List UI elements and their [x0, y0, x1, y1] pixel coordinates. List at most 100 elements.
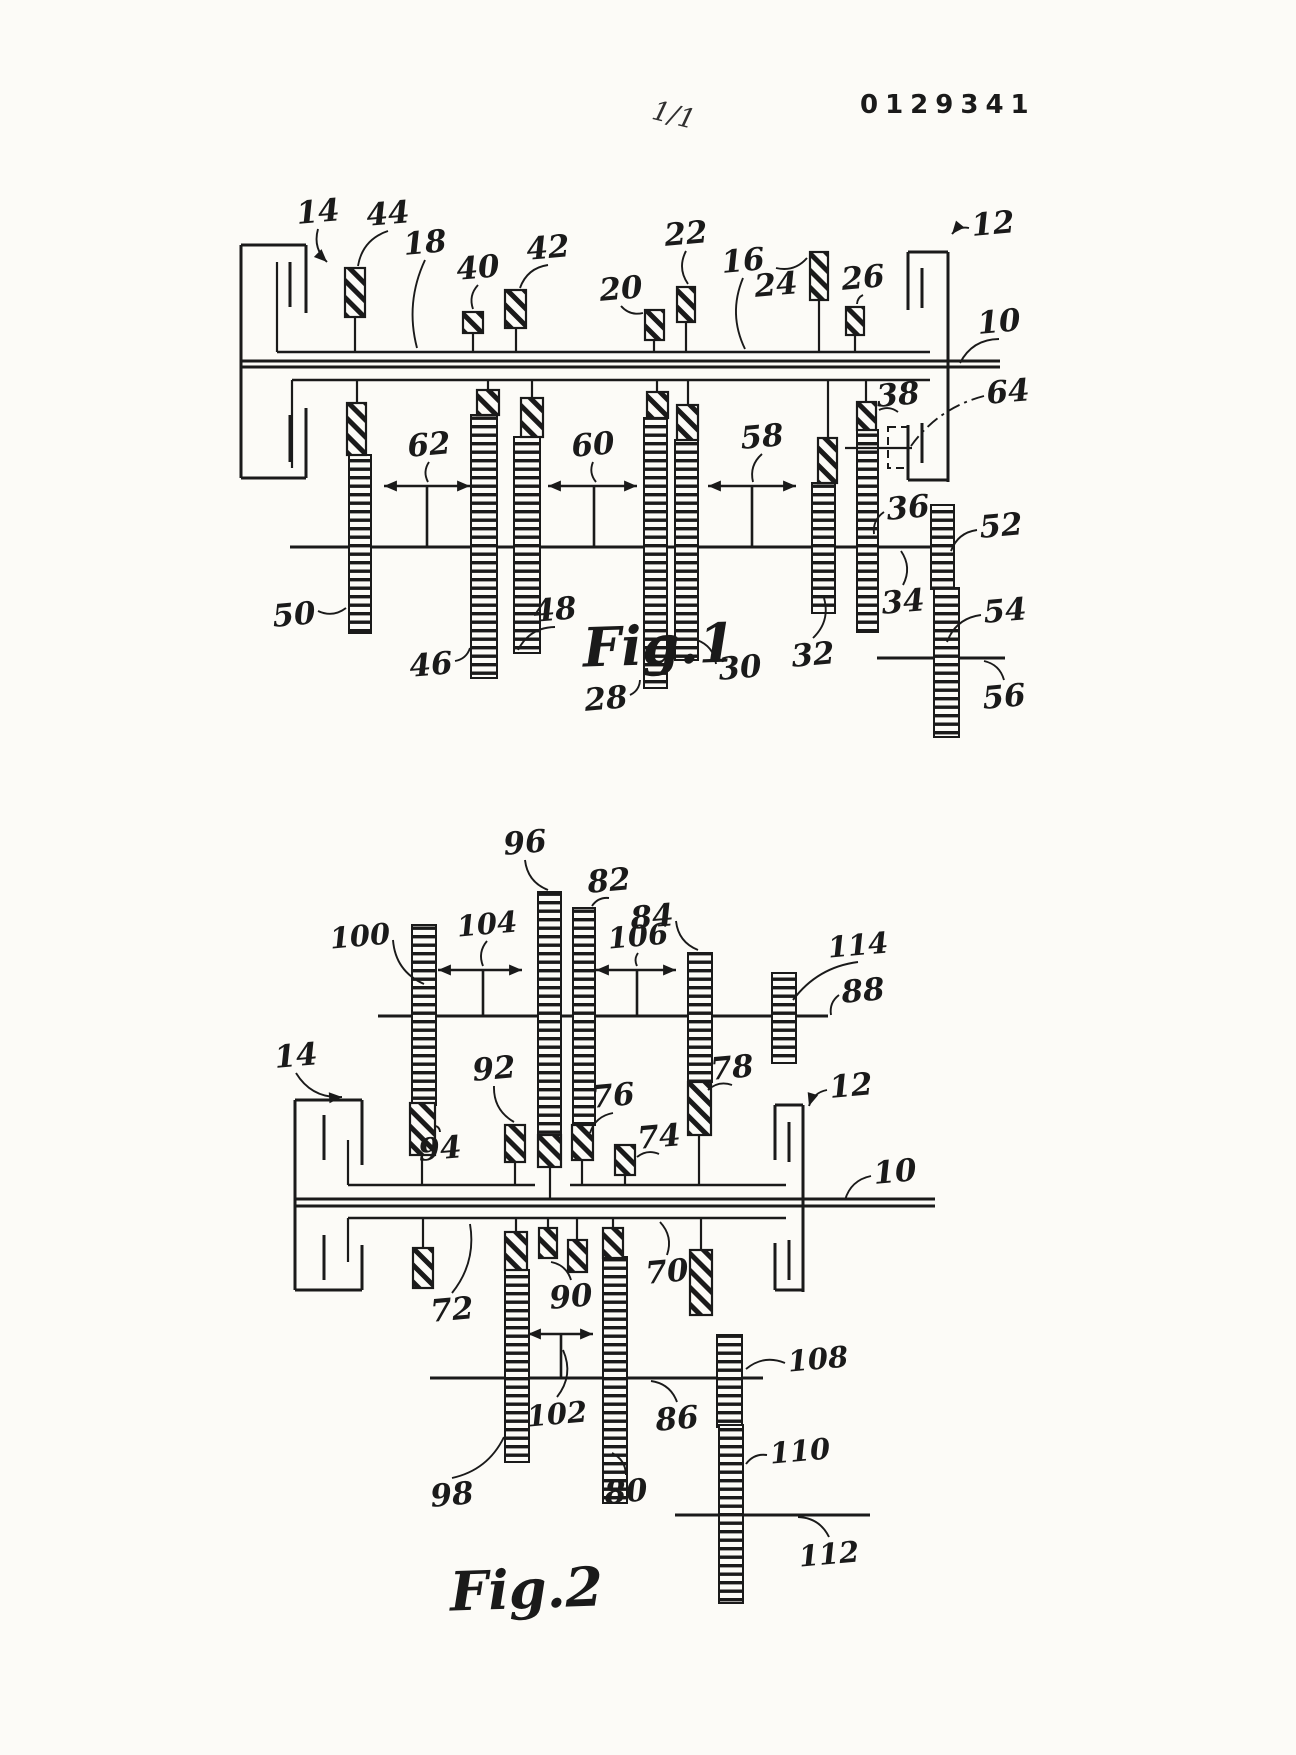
ref-label-84: 84 — [628, 897, 675, 937]
ref-label-80: 80 — [602, 1472, 650, 1512]
gear — [717, 1335, 742, 1427]
ref-label-114: 114 — [826, 925, 889, 964]
leader-line — [630, 680, 640, 695]
gear — [538, 892, 561, 1135]
ref-label-36: 36 — [885, 488, 931, 528]
ref-label-82: 82 — [585, 861, 632, 901]
gear — [471, 415, 497, 678]
leader-arrowhead — [329, 1092, 342, 1103]
clutch-hatch — [647, 392, 668, 418]
leader-line — [636, 953, 638, 966]
ref-label-52: 52 — [978, 506, 1024, 546]
clutch-hatch — [505, 1125, 525, 1162]
ref-label-50: 50 — [271, 595, 318, 635]
leader-line — [901, 551, 907, 585]
clutch-hatch — [413, 1248, 433, 1288]
leader-line — [660, 1222, 669, 1255]
ref-label-58: 58 — [739, 417, 785, 457]
gear — [719, 1425, 743, 1603]
ref-label-72: 72 — [429, 1290, 475, 1330]
leader-line — [746, 1455, 767, 1464]
gear — [812, 483, 835, 613]
fork-arrowhead-right — [663, 965, 676, 976]
ref-label-42: 42 — [525, 228, 571, 268]
clutch-hatch — [677, 405, 698, 440]
clutch-hatch — [345, 268, 365, 317]
fork-arrowhead-right — [580, 1329, 593, 1340]
shift-fork-arrow — [548, 481, 637, 548]
fork-arrowhead-left — [384, 481, 397, 492]
ref-label-112: 112 — [797, 1534, 860, 1573]
clutch-hatch — [677, 287, 695, 322]
leader-line — [413, 260, 425, 348]
clutch-hatch — [810, 252, 828, 300]
gear — [931, 505, 954, 589]
ref-label-14: 14 — [273, 1036, 319, 1076]
leader-line — [471, 285, 478, 309]
leader-line — [452, 1437, 504, 1478]
fork-arrowhead-left — [708, 481, 721, 492]
leader-arrowhead — [314, 249, 327, 262]
clutch-hatch — [857, 402, 876, 430]
ref-label-70: 70 — [644, 1252, 691, 1292]
ref-label-34: 34 — [880, 582, 926, 622]
leader-line — [984, 661, 1004, 680]
ref-label-88: 88 — [839, 971, 886, 1011]
ref-label-94: 94 — [417, 1129, 463, 1169]
fork-arrowhead-left — [596, 965, 609, 976]
leader-line — [494, 1086, 514, 1122]
clutch-hatch — [539, 1228, 557, 1258]
ref-label-102: 102 — [525, 1394, 588, 1433]
ref-label-110: 110 — [768, 1431, 831, 1470]
shift-fork-arrow — [384, 481, 470, 548]
clutch-hatch — [538, 1135, 561, 1167]
clutch-hatch — [521, 398, 543, 437]
ref-label-100: 100 — [328, 916, 391, 955]
gear — [857, 430, 878, 632]
shift-fork-arrow — [438, 965, 522, 1017]
clutch-hatch — [645, 310, 664, 340]
ref-label-96: 96 — [502, 823, 548, 863]
leader-arrowhead — [952, 221, 964, 234]
ref-label-104: 104 — [455, 904, 518, 943]
leader-line — [798, 1517, 829, 1537]
leader-line — [452, 1224, 471, 1293]
leader-line — [651, 1381, 677, 1402]
fork-arrowhead-right — [783, 481, 796, 492]
clutch-hatch — [688, 1082, 711, 1135]
ref-label-98: 98 — [429, 1475, 475, 1515]
ref-label-92: 92 — [471, 1049, 517, 1089]
fork-arrowhead-left — [438, 965, 451, 976]
gear — [505, 1270, 529, 1462]
leader-line — [455, 648, 470, 661]
clutch-hatch — [603, 1228, 623, 1258]
leader-line — [676, 921, 698, 950]
clutch-hatch — [615, 1145, 635, 1175]
ref-label-22: 22 — [662, 214, 709, 254]
gear — [772, 973, 796, 1063]
figure-2-caption: Fig.2 — [447, 1554, 604, 1623]
ref-label-12: 12 — [970, 204, 1016, 244]
gear — [934, 588, 959, 737]
ref-label-12: 12 — [828, 1066, 874, 1106]
ref-label-54: 54 — [982, 591, 1028, 631]
leader-line — [296, 1073, 342, 1097]
leader-line — [960, 339, 999, 363]
leader-line — [520, 265, 548, 288]
ref-label-10: 10 — [976, 302, 1023, 342]
ref-label-14: 14 — [295, 192, 341, 232]
leader-line — [525, 860, 548, 890]
gear — [412, 925, 436, 1105]
ref-label-90: 90 — [548, 1277, 595, 1317]
leader-line — [481, 941, 487, 966]
leader-line — [746, 1360, 785, 1369]
ref-label-48: 48 — [532, 590, 578, 630]
leader-line — [318, 608, 346, 614]
leader-line — [358, 231, 388, 266]
ref-label-28: 28 — [582, 679, 629, 719]
ref-label-74: 74 — [636, 1117, 682, 1157]
ref-label-86: 86 — [653, 1399, 700, 1439]
figure-1: 1444184042202216242612103864626058365234… — [241, 192, 1031, 737]
